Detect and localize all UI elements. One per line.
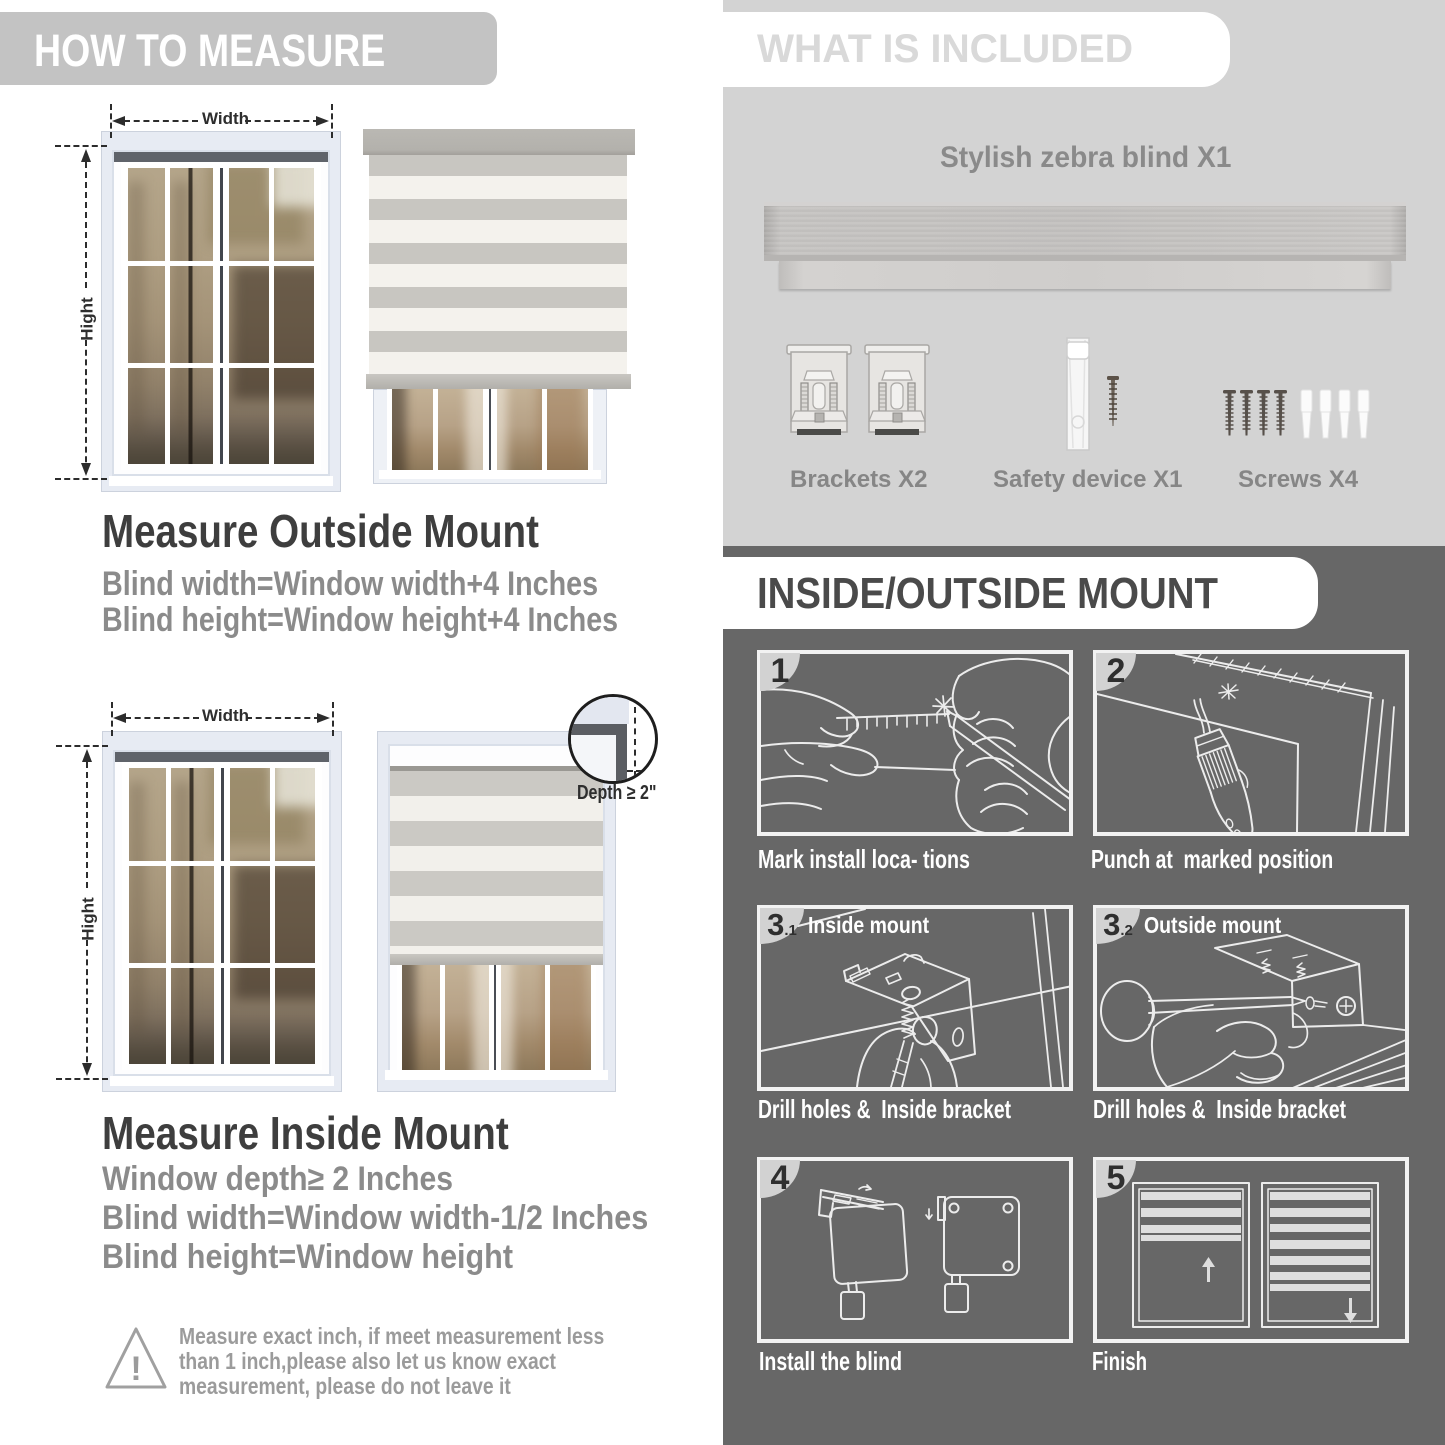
svg-text:!: !: [130, 1350, 141, 1388]
